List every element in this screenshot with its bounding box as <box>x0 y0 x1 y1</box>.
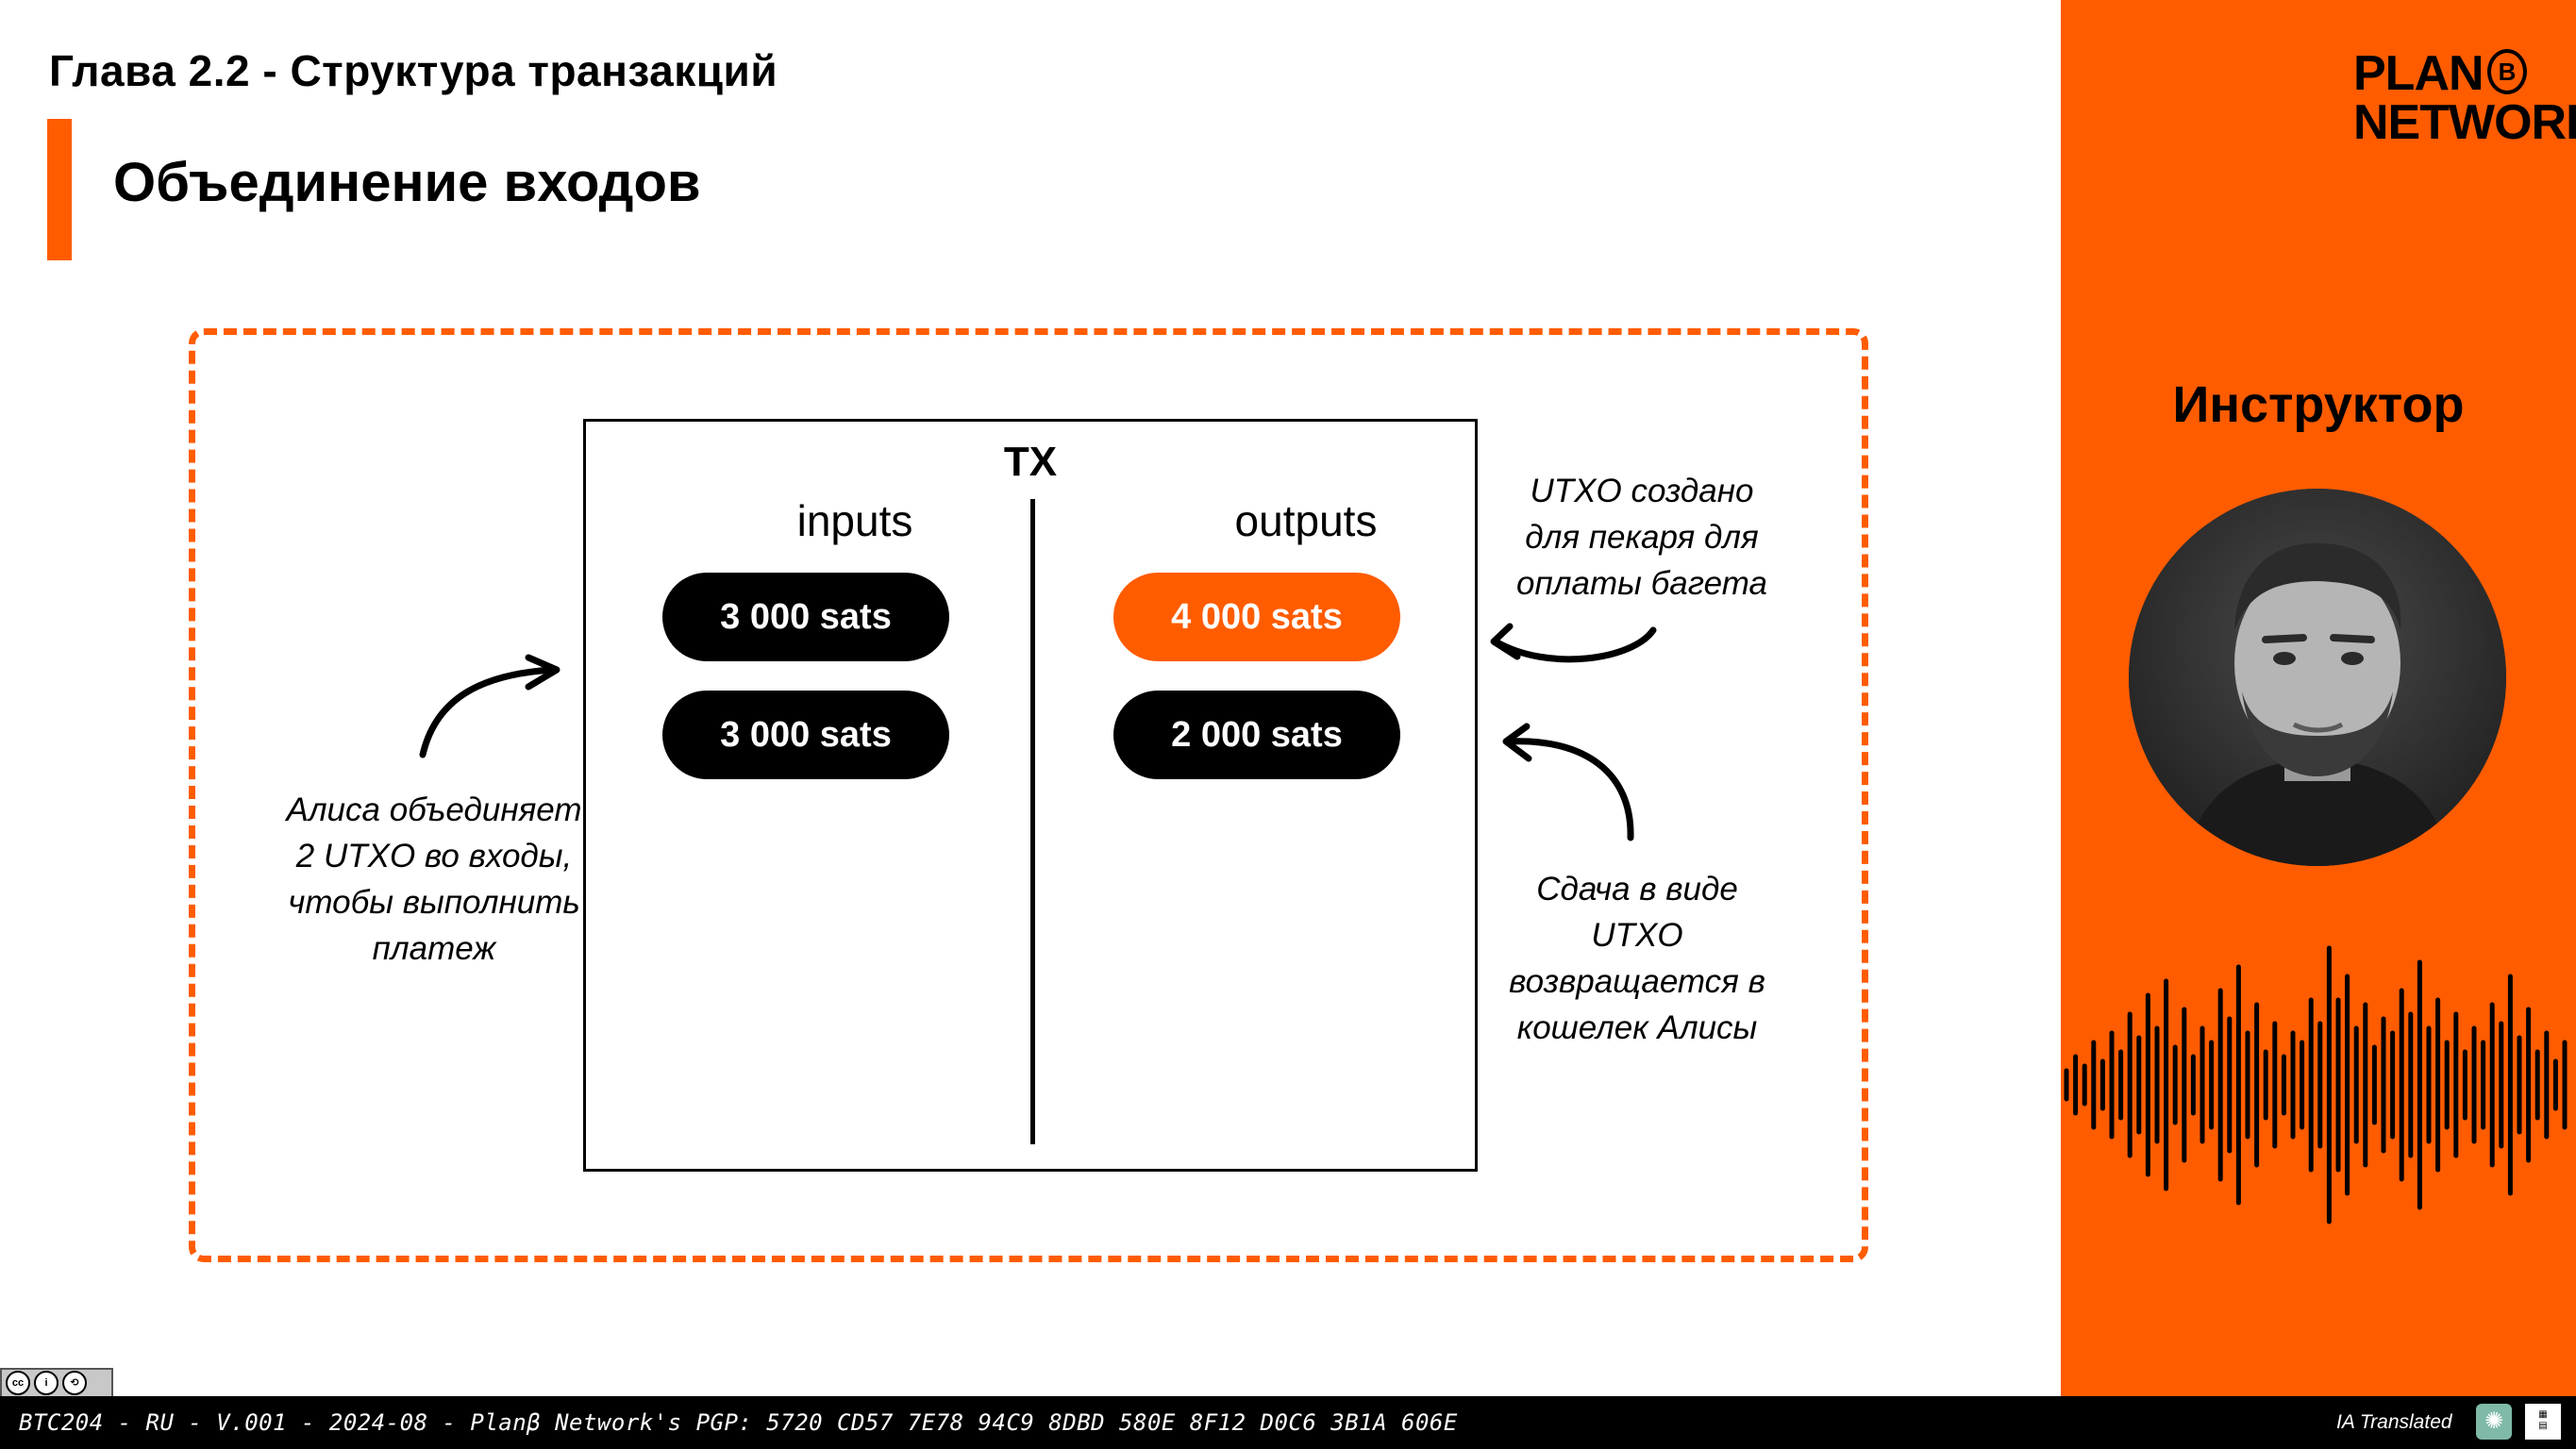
cc-license-badge: cc i ⟲ <box>0 1368 113 1398</box>
outputs-heading: outputs <box>1234 496 1378 545</box>
inputs-heading: inputs <box>796 496 913 545</box>
input-pill-2: 3 000 sats <box>662 691 949 779</box>
ai-logo-icon: ✺ <box>2476 1404 2512 1440</box>
accent-bar <box>47 119 72 260</box>
chapter-title: Глава 2.2 - Структура транзакций <box>49 46 778 95</box>
output-pill-baker: 4 000 sats <box>1113 573 1400 661</box>
tx-label: TX <box>1003 439 1058 485</box>
audio-waveform <box>2064 945 2568 1224</box>
slide-content: Глава 2.2 - Структура транзакций Объедин… <box>0 46 1868 1398</box>
instructor-label: Инструктор <box>2172 376 2465 433</box>
input-pill-1: 3 000 sats <box>662 573 949 661</box>
translator-logo-icon: ▦▤ <box>2525 1404 2561 1440</box>
output-pill-change: 2 000 sats <box>1113 691 1400 779</box>
sa-icon: ⟲ <box>62 1371 87 1395</box>
bitcoin-b-icon: B <box>2486 49 2527 94</box>
ia-translated-label: IA Translated <box>2336 1411 2452 1433</box>
section-title: Объединение входов <box>113 152 701 213</box>
tx-box: TX inputs outputs 3 000 sats 3 000 sats … <box>583 419 1478 1172</box>
instructor-avatar <box>2129 489 2506 866</box>
tx-divider <box>1030 499 1035 1144</box>
logo-plan: PLAN <box>2353 46 2484 101</box>
transaction-frame <box>189 328 1868 1262</box>
note-baker-utxo: UTXO создано для пекаря для оплаты багет… <box>1516 473 1767 602</box>
note-alice-combines: Алиса объединяет 2 UTXO во входы, чтобы … <box>286 791 582 967</box>
footer-bar: BTC204 - RU - V.001 - 2024-08 - Planβ Ne… <box>0 1396 2576 1449</box>
avatar-portrait-icon <box>2129 489 2506 866</box>
logo-network: NETWORK <box>2353 95 2576 150</box>
note-change-utxo: Сдача в виде UTXO возвращается в кошелек… <box>1509 871 1765 1046</box>
by-icon: i <box>34 1371 59 1395</box>
footer-meta: BTC204 - RU - V.001 - 2024-08 - Planβ Ne… <box>19 1409 1458 1436</box>
cc-icon: cc <box>6 1371 30 1395</box>
